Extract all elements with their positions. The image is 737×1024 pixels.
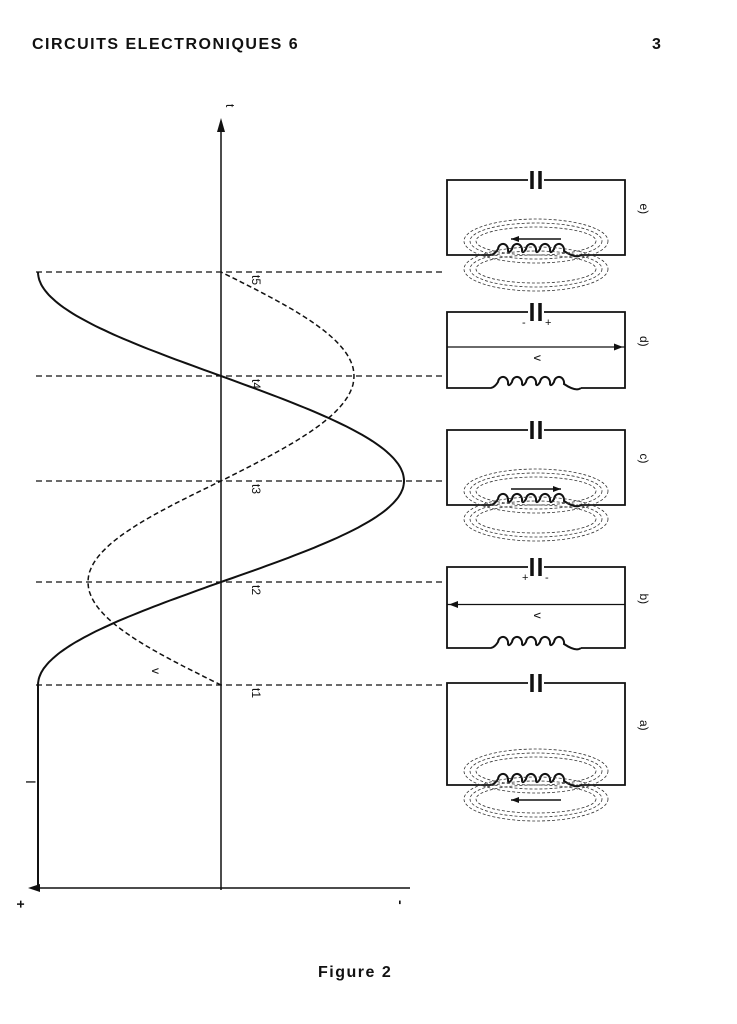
polarity-sign: - (522, 317, 526, 329)
circuit-c: c) (446, 421, 651, 542)
magnetic-field-line (463, 496, 609, 542)
magnetic-field-line (475, 756, 597, 786)
voltage-symbol: v (531, 355, 545, 361)
voltage-curve-label: v (149, 668, 163, 674)
magnetic-field-line (463, 218, 609, 264)
arrowhead-icon (614, 343, 623, 351)
arrowhead-icon (449, 601, 458, 608)
circuit-e: e) (446, 171, 651, 292)
time-marks: t1 t2 t3 t4 t5 (36, 271, 445, 698)
polarity-sign: + (522, 572, 528, 584)
plus-label: + (13, 900, 29, 908)
inductor-icon (490, 635, 582, 651)
circuit-wire (446, 179, 626, 256)
arrowhead-icon (511, 797, 519, 803)
circuit-wire (446, 566, 626, 649)
circuit-label: b) (637, 594, 651, 605)
time-mark-label: t4 (249, 379, 263, 389)
current-curve (37, 271, 406, 885)
axes: t + - I v (13, 104, 410, 908)
magnetic-field-line (475, 476, 597, 506)
circuit-a: a) (446, 674, 651, 822)
magnetic-field-line (469, 780, 603, 818)
polarity-sign: - (545, 572, 549, 584)
magnetic-field-line (463, 246, 609, 292)
circuit-b: v + - b) (446, 558, 651, 651)
time-mark-label: t2 (249, 585, 263, 595)
arrowhead-icon (553, 486, 561, 492)
magnetic-field-line (469, 222, 603, 260)
magnetic-field-line (463, 776, 609, 822)
time-axis-arrow (217, 118, 225, 132)
time-mark-label: t5 (249, 275, 263, 285)
minus-label: - (393, 900, 409, 905)
curves (37, 271, 406, 885)
circuit-label: d) (637, 336, 651, 347)
time-axis-label: t (223, 104, 237, 108)
magnetic-field-line (469, 250, 603, 288)
magnetic-field-line (475, 226, 597, 256)
magnetic-field-line (463, 468, 609, 514)
inductor-icon (490, 492, 582, 508)
magnetic-field-line (469, 500, 603, 538)
page-header-title: CIRCUITS ELECTRONIQUES 6 (32, 36, 300, 53)
page-number: 3 (652, 36, 663, 53)
inductor-icon (490, 242, 582, 258)
magnetic-field-line (475, 254, 597, 284)
circuit-label: c) (637, 454, 651, 464)
voltage-curve (87, 271, 355, 686)
amplitude-axis-arrow (28, 884, 40, 892)
current-label: I (23, 780, 39, 784)
magnetic-field-line (463, 748, 609, 794)
magnetic-field-line (475, 504, 597, 534)
circuit-label: e) (637, 204, 651, 215)
magnetic-field-line (469, 752, 603, 790)
polarity-sign: + (545, 317, 551, 329)
circuit-label: a) (637, 720, 651, 731)
circuit-d: v - + d) (446, 303, 651, 391)
circuits: a) v + - b) c) v - + d) e) (446, 171, 651, 822)
magnetic-field-line (469, 472, 603, 510)
arrowhead-icon (511, 236, 519, 242)
circuit-wire (446, 682, 626, 786)
inductor-icon (490, 772, 582, 788)
circuit-wire (446, 311, 626, 389)
voltage-symbol: v (531, 613, 545, 619)
inductor-icon (490, 375, 582, 391)
magnetic-field-line (475, 784, 597, 814)
circuit-wire (446, 429, 626, 506)
time-mark-label: t3 (249, 484, 263, 494)
figure-caption: Figure 2 (318, 964, 393, 981)
time-mark-label: t1 (249, 688, 263, 698)
